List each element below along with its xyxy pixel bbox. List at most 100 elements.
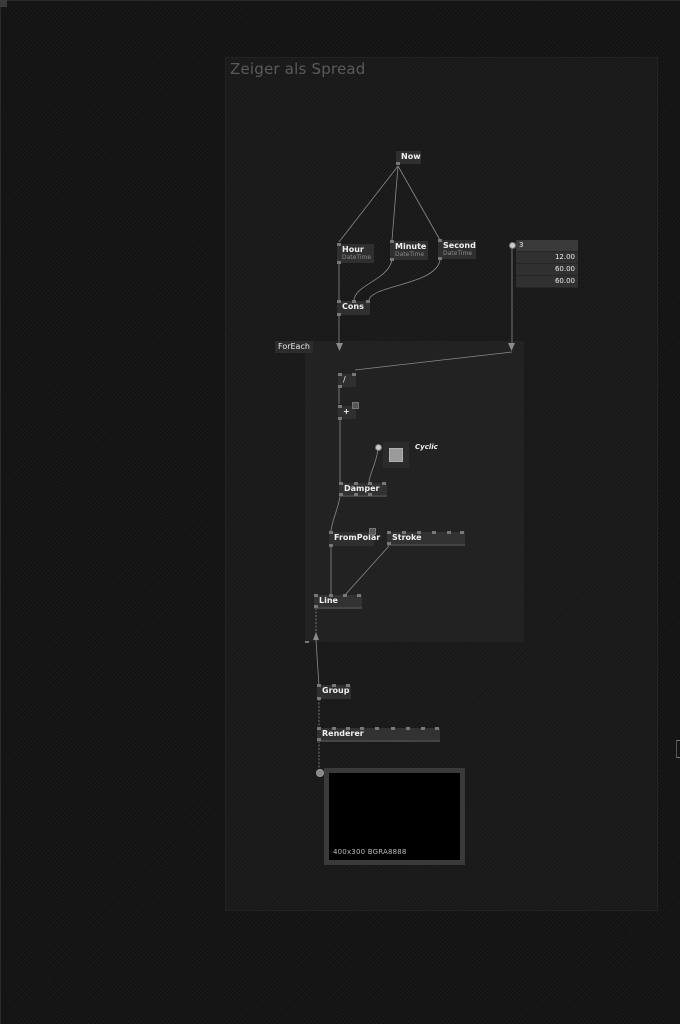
node-cons[interactable]: Cons (337, 300, 370, 316)
patch-title: Zeiger als Spread (230, 60, 366, 78)
input-pin-4[interactable] (357, 594, 361, 597)
input-pin-5[interactable] (447, 531, 451, 534)
output-pin[interactable] (329, 544, 333, 547)
preview-pin[interactable] (316, 769, 324, 777)
node-minute[interactable]: Minute DateTime (390, 240, 428, 261)
input-pin-2[interactable] (352, 373, 356, 376)
spread-count[interactable]: 3 (516, 240, 578, 252)
output-pin[interactable] (314, 605, 318, 608)
input-pin-1[interactable] (338, 373, 342, 376)
input-pin-2[interactable] (402, 531, 406, 534)
node-second-type: DateTime (443, 250, 473, 257)
node-group-label: Group (322, 686, 350, 695)
node-renderer-label: Renderer (322, 729, 364, 738)
node-hour-label: Hour (342, 245, 364, 254)
input-pin-3[interactable] (346, 727, 350, 730)
node-add-label: + (343, 407, 350, 416)
spread-value-0[interactable]: 12.00 (516, 252, 578, 264)
node-stroke-label: Stroke (392, 533, 422, 542)
input-pin-8[interactable] (421, 727, 425, 730)
output-pin-1[interactable] (339, 493, 343, 496)
preview-info: 400x300 BGRA8888 (333, 848, 407, 856)
input-pin-2[interactable] (329, 594, 333, 597)
node-now[interactable]: Now (396, 151, 421, 165)
toggle-indicator (389, 448, 403, 462)
input-pin-1[interactable] (317, 684, 321, 687)
input-pin-3[interactable] (343, 594, 347, 597)
node-second-label: Second (443, 241, 476, 250)
input-pin-9[interactable] (435, 727, 439, 730)
right-edge-handle[interactable] (676, 740, 680, 758)
node-damper-label: Damper (344, 484, 380, 493)
node-group[interactable]: Group (317, 684, 351, 700)
iobox-pin[interactable] (509, 242, 516, 249)
input-pin-1[interactable] (314, 594, 318, 597)
input-pin-1[interactable] (337, 300, 341, 303)
node-cons-label: Cons (342, 302, 364, 311)
foreach-region-label[interactable]: ForEach (275, 341, 313, 353)
node-hour-type: DateTime (342, 254, 372, 261)
input-pin-2[interactable] (332, 684, 336, 687)
output-pin[interactable] (317, 697, 321, 700)
input-pin[interactable] (438, 239, 442, 242)
output-pin[interactable] (338, 417, 342, 420)
add-pin-button[interactable] (369, 528, 376, 535)
node-damper[interactable]: Damper (339, 482, 387, 497)
input-pin-4[interactable] (382, 482, 386, 485)
output-pin-3[interactable] (368, 493, 372, 496)
node-now-label: Now (401, 152, 421, 161)
node-minute-type: DateTime (395, 251, 425, 258)
input-pin-4[interactable] (360, 727, 364, 730)
node-divide[interactable]: / (338, 373, 356, 388)
input-pin-3[interactable] (368, 482, 372, 485)
input-pin-2[interactable] (352, 300, 356, 303)
output-pin[interactable] (438, 257, 442, 260)
output-pin[interactable] (387, 542, 391, 545)
input-pin[interactable] (337, 243, 341, 246)
node-line-label: Line (319, 596, 338, 605)
node-second[interactable]: Second DateTime (438, 239, 476, 260)
input-pin-2[interactable] (354, 482, 358, 485)
output-pin[interactable] (317, 738, 321, 741)
input-pin[interactable] (329, 531, 333, 534)
node-stroke[interactable]: Stroke (387, 531, 465, 546)
input-pin-3[interactable] (417, 531, 421, 534)
input-pin-1[interactable] (317, 727, 321, 730)
input-pin-1[interactable] (387, 531, 391, 534)
output-pin[interactable] (396, 162, 400, 165)
spread-value-2[interactable]: 60.00 (516, 276, 578, 288)
node-frompolar-label: FromPolar (334, 533, 381, 542)
node-divide-label: / (343, 375, 346, 384)
input-pin-5[interactable] (375, 727, 379, 730)
output-pin[interactable] (390, 258, 394, 261)
node-minute-label: Minute (395, 242, 427, 251)
node-add[interactable]: + (338, 402, 359, 420)
node-frompolar[interactable]: FromPolar (329, 528, 380, 547)
node-renderer[interactable]: Renderer (317, 727, 440, 742)
node-hour[interactable]: Hour DateTime (337, 243, 374, 264)
input-pin-3[interactable] (366, 300, 370, 303)
input-pin-1[interactable] (339, 482, 343, 485)
input-pin-6[interactable] (460, 531, 464, 534)
input-pin-3[interactable] (346, 684, 350, 687)
output-pin[interactable] (338, 385, 342, 388)
input-pin-6[interactable] (391, 727, 395, 730)
corner-handle[interactable] (0, 0, 7, 7)
renderer-preview[interactable]: 400x300 BGRA8888 (324, 768, 465, 865)
input-pin-7[interactable] (406, 727, 410, 730)
toggle-pin[interactable] (375, 444, 382, 451)
preview-screen: 400x300 BGRA8888 (329, 773, 460, 860)
output-pin[interactable] (337, 313, 341, 316)
spread-value-1[interactable]: 60.00 (516, 264, 578, 276)
input-pin[interactable] (338, 405, 342, 408)
node-line[interactable]: Line (314, 594, 362, 609)
output-pin[interactable] (337, 261, 341, 264)
add-pin-button[interactable] (352, 402, 359, 409)
cyclic-toggle[interactable] (383, 442, 409, 468)
spread-iobox[interactable]: 3 12.00 60.00 60.00 (516, 240, 578, 288)
input-pin[interactable] (390, 240, 394, 243)
output-pin-2[interactable] (354, 493, 358, 496)
input-pin-4[interactable] (432, 531, 436, 534)
input-pin-2[interactable] (332, 727, 336, 730)
cyclic-label: Cyclic (415, 443, 438, 451)
